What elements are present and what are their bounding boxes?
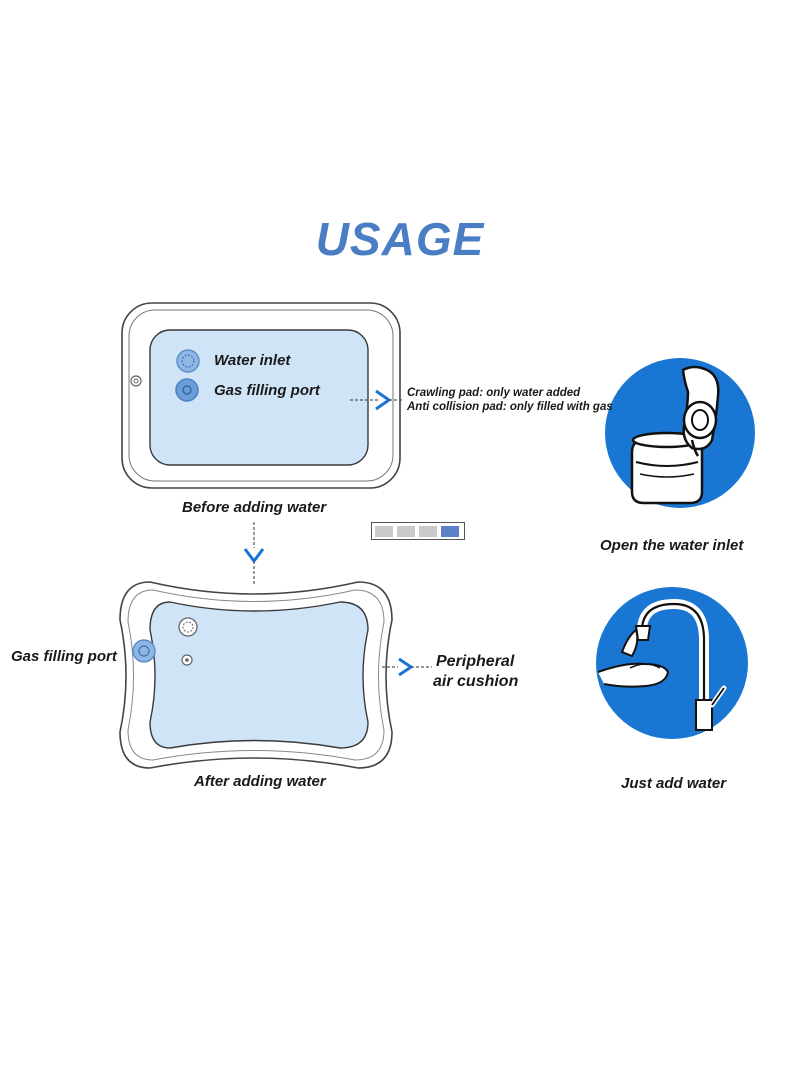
peripheral-label-2: air cushion bbox=[433, 673, 519, 690]
gas-port-label: Gas filling port bbox=[214, 382, 320, 399]
page-title: USAGE bbox=[315, 213, 485, 265]
pager-dot-4[interactable] bbox=[441, 525, 459, 537]
pager-dot-1[interactable] bbox=[375, 525, 393, 537]
before-pad-icon bbox=[121, 302, 401, 489]
note-arrow bbox=[350, 389, 404, 411]
note-line-2: Anti collision pad: only filled with gas bbox=[407, 401, 613, 413]
after-caption: After adding water bbox=[194, 773, 326, 790]
side-gas-port-label: Gas filling port bbox=[11, 648, 117, 665]
gas-port-icon bbox=[175, 378, 199, 402]
water-inlet-icon bbox=[176, 349, 200, 373]
before-caption: Before adding water bbox=[182, 499, 327, 516]
faucet-icon bbox=[596, 587, 748, 739]
add-water-caption: Just add water bbox=[621, 775, 727, 792]
image-pager[interactable] bbox=[371, 522, 465, 540]
side-gas-port-icon bbox=[132, 639, 156, 663]
peripheral-arrow bbox=[382, 657, 432, 677]
down-arrow bbox=[243, 522, 265, 585]
water-inlet-label: Water inlet bbox=[214, 352, 291, 369]
pager-dot-3[interactable] bbox=[419, 525, 437, 537]
pager-dot-2[interactable] bbox=[397, 525, 415, 537]
water-inlet-cap-icon bbox=[605, 358, 755, 508]
after-pad-icon bbox=[119, 581, 393, 769]
peripheral-label-1: Peripheral bbox=[436, 653, 515, 670]
note-line-1: Crawling pad: only water added bbox=[407, 387, 581, 399]
open-inlet-caption: Open the water inlet bbox=[600, 537, 744, 554]
